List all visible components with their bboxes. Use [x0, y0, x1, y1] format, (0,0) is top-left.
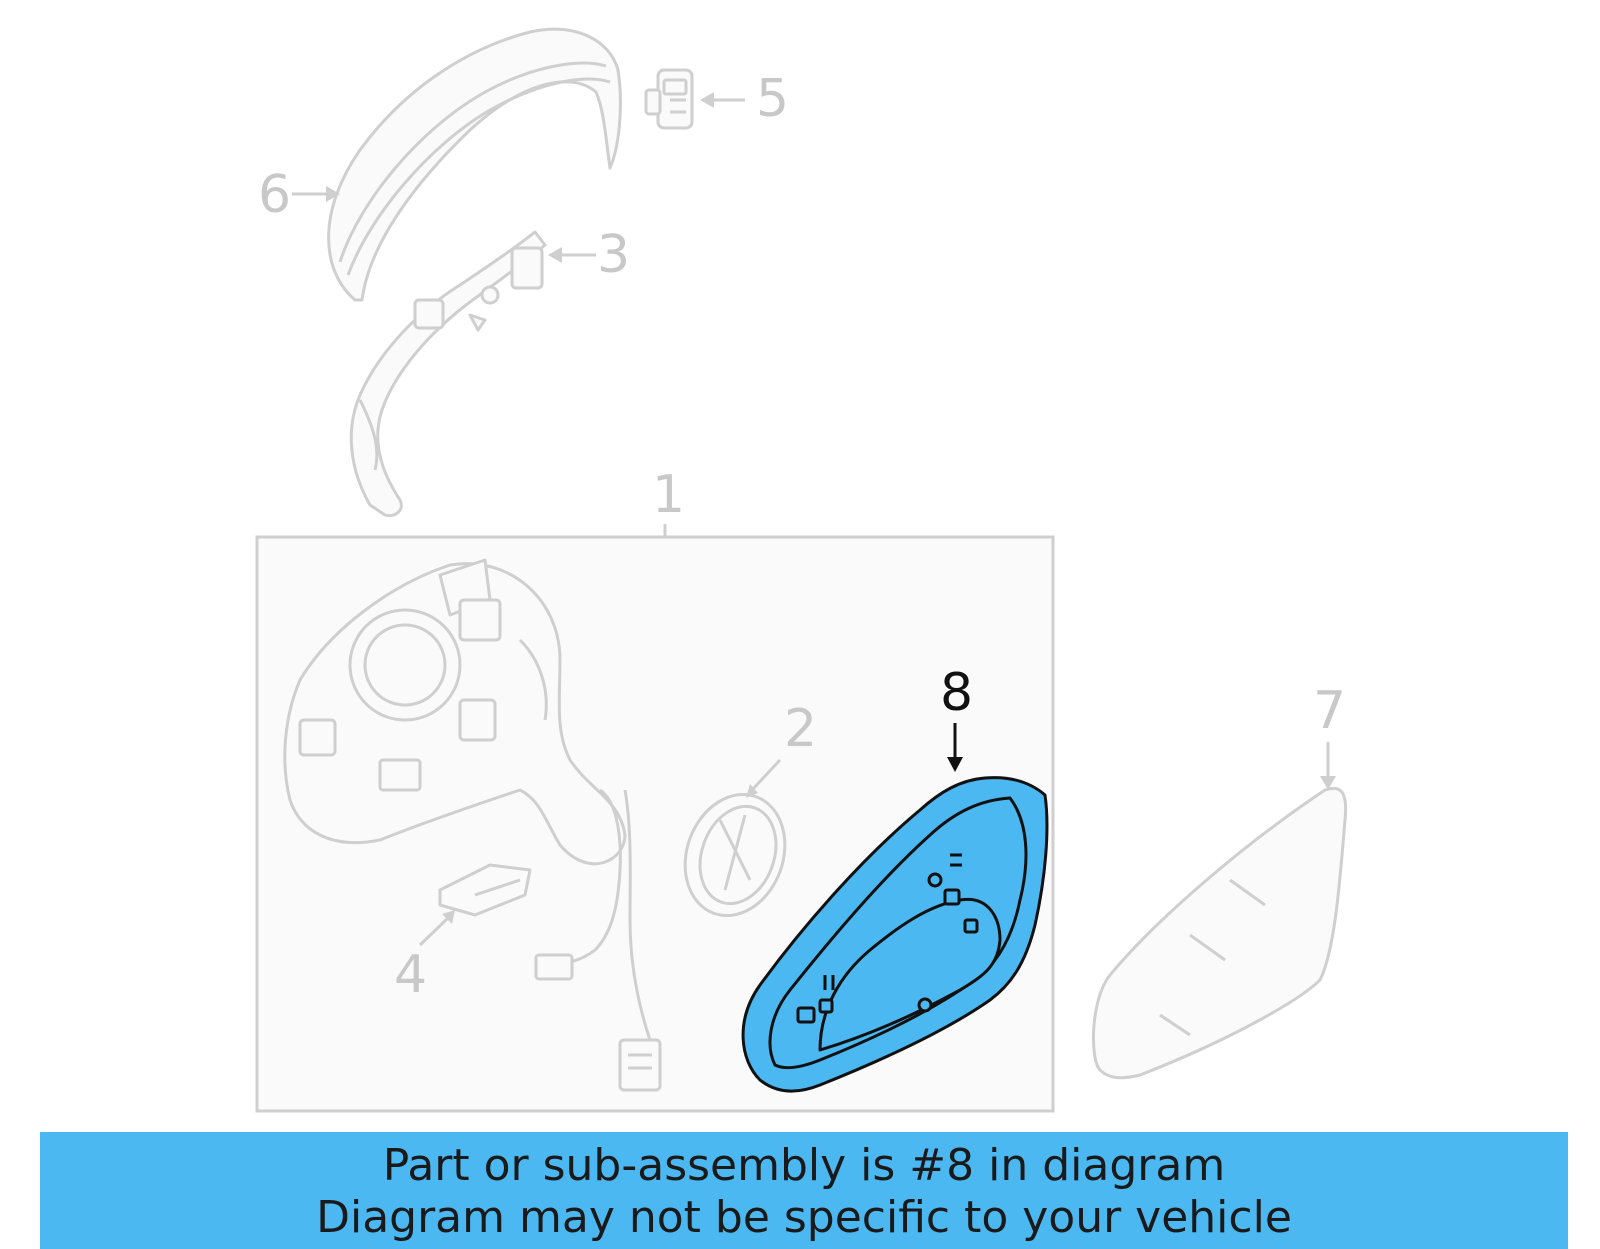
- callout-2: 2: [784, 699, 817, 759]
- leader-4: [418, 916, 450, 947]
- part-1-mirror-housing[interactable]: [283, 558, 627, 866]
- callout-1: 1: [652, 465, 685, 525]
- banner-line-2: Diagram may not be specific to your vehi…: [316, 1192, 1292, 1243]
- arrow-7: [1320, 776, 1336, 790]
- part-5-lamp-socket[interactable]: [644, 68, 694, 130]
- part-2-actuator[interactable]: [669, 780, 802, 929]
- callout-5: 5: [756, 69, 789, 129]
- callout-7: 7: [1313, 681, 1346, 741]
- callout-3: 3: [597, 225, 630, 285]
- part-3-turn-signal-lamp[interactable]: [349, 230, 547, 518]
- part-4-switch[interactable]: [438, 863, 532, 917]
- leader-2: [750, 758, 782, 792]
- part-8-mirror-holder[interactable]: [741, 776, 1049, 1093]
- arrow-5: [700, 92, 714, 108]
- part-1-wiring-harness[interactable]: [534, 788, 662, 1092]
- banner-line-1: Part or sub-assembly is #8 in diagram: [382, 1140, 1226, 1191]
- arrow-8: [947, 757, 963, 772]
- part-7-mirror-glass[interactable]: [1092, 786, 1348, 1080]
- callout-4: 4: [394, 945, 427, 1005]
- part-6-mirror-cover[interactable]: [327, 27, 622, 302]
- arrow-2: [746, 784, 758, 798]
- callout-6: 6: [258, 165, 291, 225]
- info-banner: Part or sub-assembly is #8 in diagram Di…: [40, 1132, 1568, 1249]
- callout-8: 8: [940, 663, 973, 723]
- arrow-6: [326, 186, 340, 202]
- arrow-4: [442, 910, 455, 924]
- arrow-3: [548, 247, 562, 263]
